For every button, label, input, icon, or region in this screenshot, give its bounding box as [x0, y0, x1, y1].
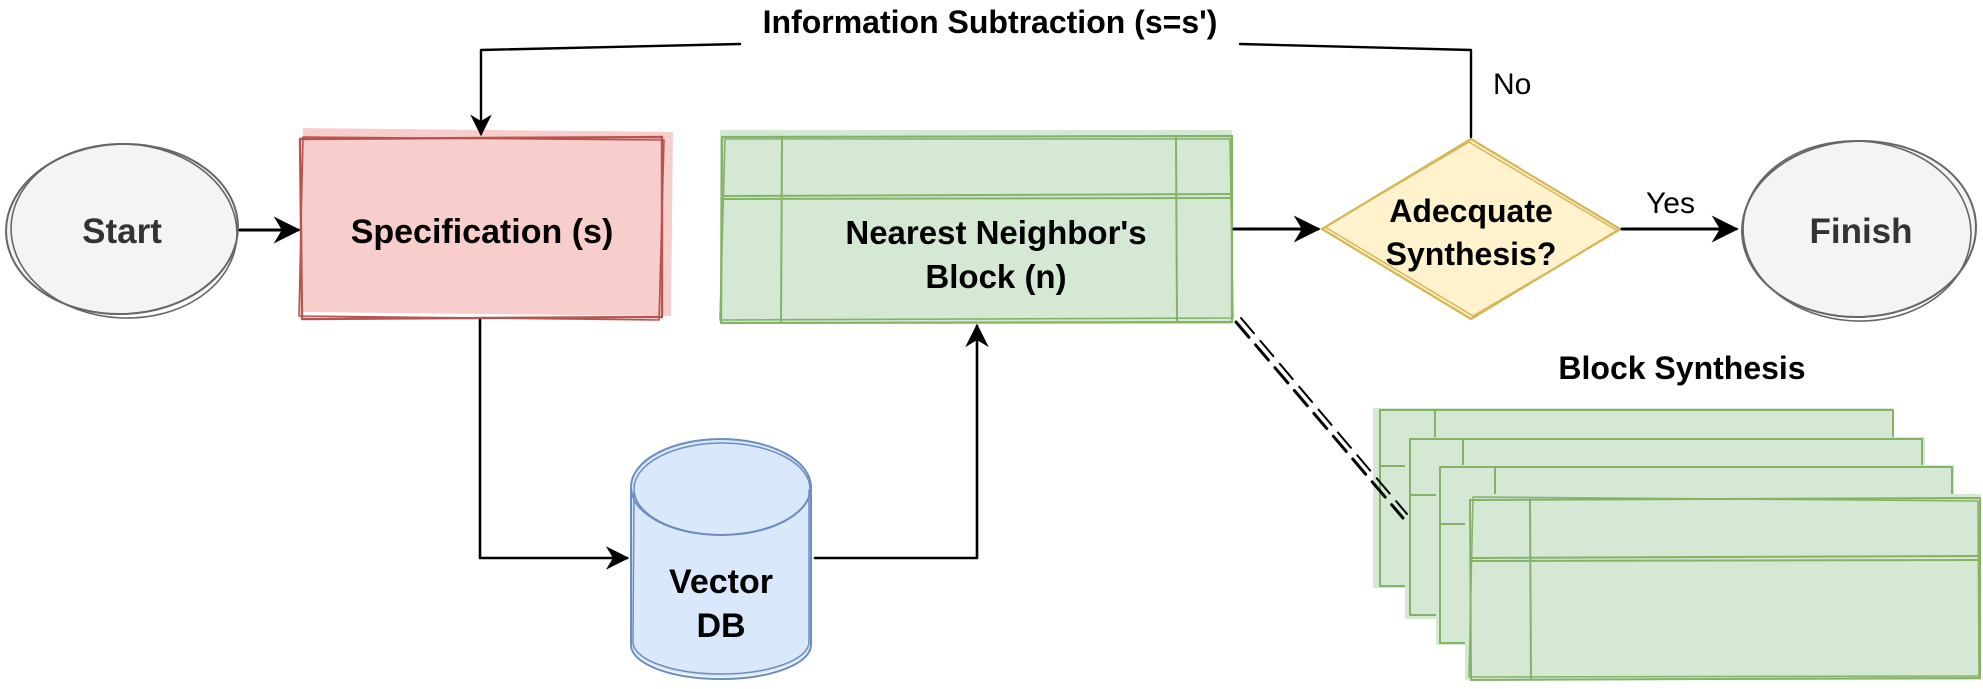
edges: [238, 42, 1739, 570]
nn-label-line1: Nearest Neighbor's: [845, 214, 1146, 251]
decision-label-line2: Synthesis?: [1386, 236, 1557, 272]
finish-label: Finish: [1809, 212, 1912, 251]
feedback-edge-label: Information Subtraction (s=s'): [763, 4, 1218, 40]
nn-label-line2: Block (n): [925, 258, 1066, 295]
specification-label: Specification (s): [351, 213, 614, 251]
synthesis-block-4: [1465, 494, 1981, 681]
finish-node: Finish: [1741, 139, 1977, 322]
block-synthesis-title: Block Synthesis: [1558, 350, 1805, 386]
start-node: Start: [5, 142, 239, 319]
yes-edge-label: Yes: [1646, 187, 1695, 220]
edge-nn-to-block-synthesis: [1234, 320, 1405, 520]
specification-node: Specification (s): [298, 128, 673, 321]
edge-spec-to-db: [478, 318, 630, 570]
decision-node: Adecquate Synthesis?: [1320, 137, 1622, 321]
db-label-line2: DB: [696, 607, 745, 645]
nearest-neighbor-block-node: Nearest Neighbor's Block (n): [719, 130, 1234, 325]
edge-feedback-loop: [481, 42, 1473, 137]
start-label: Start: [82, 212, 162, 251]
edge-db-to-nn: [813, 323, 989, 560]
block-synthesis-stack: Block Synthesis: [1373, 350, 1981, 681]
db-label-line1: Vector: [669, 563, 773, 601]
vector-db-node: Vector DB: [630, 438, 812, 680]
no-edge-label: No: [1493, 68, 1531, 101]
decision-label-line1: Adecquate: [1389, 193, 1553, 229]
